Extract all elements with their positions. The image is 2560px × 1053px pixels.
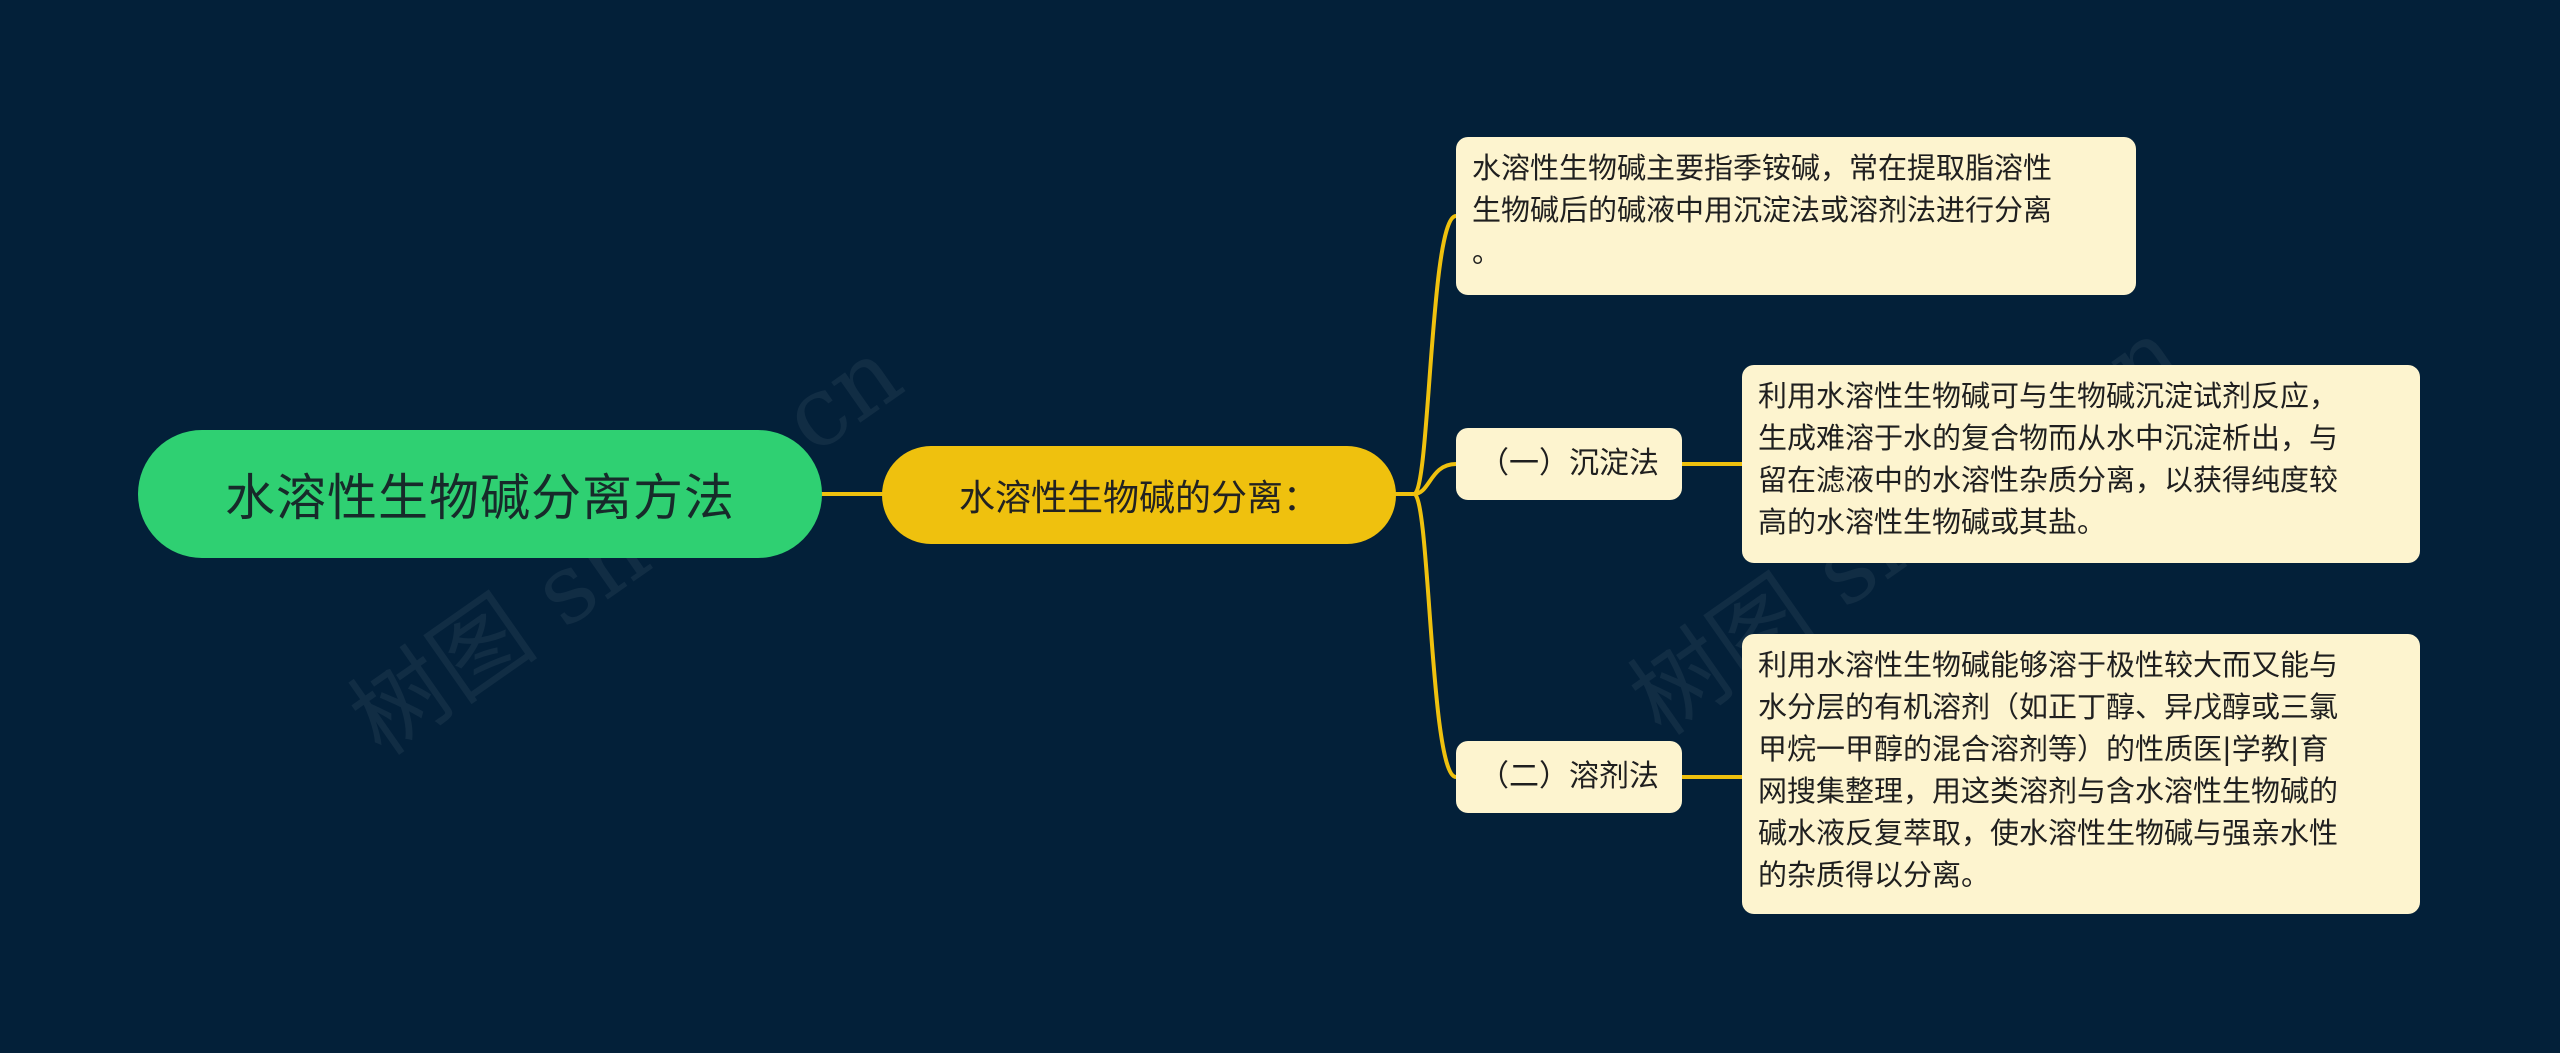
root-node[interactable]: 水溶性生物碱分离方法: [138, 430, 822, 558]
method-node-label: （二）溶剂法: [1479, 759, 1659, 794]
method-node-precipitation[interactable]: （一）沉淀法: [1456, 428, 1682, 500]
connector-to-method1: [1412, 462, 1458, 496]
detail-node-precipitation[interactable]: 利用水溶性生物碱可与生物碱沉淀试剂反应， 生成难溶于水的复合物而从水中沉淀析出，…: [1742, 365, 2420, 563]
detail-node-solvent[interactable]: 利用水溶性生物碱能够溶于极性较大而又能与 水分层的有机溶剂（如正丁醇、异戊醇或三…: [1742, 634, 2420, 914]
connector-to-description: [1412, 214, 1458, 496]
sub-node-label: 水溶性生物碱的分离：: [958, 478, 1319, 519]
sub-node[interactable]: 水溶性生物碱的分离：: [882, 446, 1396, 544]
description-node[interactable]: 水溶性生物碱主要指季铵碱，常在提取脂溶性 生物碱后的碱液中用沉淀法或溶剂法进行分…: [1456, 137, 2136, 295]
method-node-solvent[interactable]: （二）溶剂法: [1456, 741, 1682, 813]
connector-to-method2: [1412, 492, 1458, 779]
method-node-label: （一）沉淀法: [1479, 446, 1659, 481]
root-node-label: 水溶性生物碱分离方法: [225, 469, 735, 527]
